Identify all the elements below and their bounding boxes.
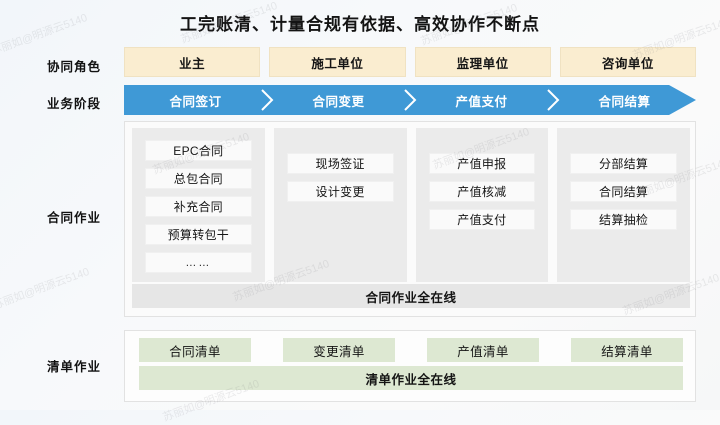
list-item-output[interactable]: 产值清单: [427, 338, 539, 362]
chevron-right-icon: [547, 89, 560, 111]
contract-column-settlement: 分部结算 合同结算 结算抽检: [557, 128, 690, 282]
row-label-stages: 业务阶段: [46, 97, 101, 111]
contract-item[interactable]: 产值申报: [428, 153, 536, 174]
chevron-right-icon: [261, 89, 274, 111]
stages-arrowhead-icon: [669, 85, 696, 115]
contract-item[interactable]: 合同结算: [570, 181, 677, 202]
stage-label: 合同结算: [598, 94, 651, 109]
contract-item[interactable]: 结算抽检: [570, 209, 677, 230]
row-label-roles: 协同角色: [46, 60, 101, 74]
list-operations-panel: 合同清单 变更清单 产值清单 结算清单 清单作业全在线: [124, 330, 696, 402]
contract-item[interactable]: EPC合同: [145, 140, 252, 161]
row-label-contract: 合同作业: [46, 211, 101, 225]
contract-online-banner: 合同作业全在线: [132, 284, 690, 308]
chevron-right-icon: [404, 89, 417, 111]
contract-column-signing: EPC合同 总包合同 补充合同 预算转包干 ……: [132, 128, 265, 282]
contract-item[interactable]: 补充合同: [145, 196, 252, 217]
row-label-list: 清单作业: [46, 360, 101, 374]
page-title: 工完账清、计量合规有依据、高效协作不断点: [180, 15, 540, 34]
roles-row: 业主 施工单位 监理单位 咨询单位: [124, 47, 696, 77]
stage-label: 产值支付: [455, 94, 508, 109]
stages-row: 合同签订 合同变更 产值支付 合同结算: [124, 85, 696, 115]
contract-item[interactable]: 产值核减: [428, 181, 536, 202]
list-item-row: 合同清单 变更清单 产值清单 结算清单: [139, 338, 683, 362]
contract-item[interactable]: 设计变更: [286, 181, 394, 202]
stages-banner-background: [124, 85, 669, 115]
stage-label: 合同变更: [312, 94, 365, 109]
contract-column-payment: 产值申报 产值核减 产值支付: [415, 128, 549, 282]
watermark-text: 苏丽如@明源云5140: [0, 265, 91, 312]
list-item-contract[interactable]: 合同清单: [139, 338, 251, 362]
stage-cell-list: 合同签订 合同变更 产值支付 合同结算: [124, 85, 696, 115]
role-box-supervisor[interactable]: 监理单位: [414, 47, 551, 77]
role-box-consultant[interactable]: 咨询单位: [559, 47, 696, 77]
stage-label: 合同签订: [169, 94, 222, 109]
contract-item-more[interactable]: ……: [145, 252, 252, 273]
contract-item[interactable]: 产值支付: [428, 209, 536, 230]
role-box-owner[interactable]: 业主: [124, 47, 261, 77]
contract-operations-panel: EPC合同 总包合同 补充合同 预算转包干 …… 现场签证 设计变更 产值申报 …: [124, 121, 696, 317]
role-box-contractor[interactable]: 施工单位: [269, 47, 406, 77]
contract-column-change: 现场签证 设计变更: [273, 128, 407, 282]
stage-cell-contract-signing[interactable]: 合同签订: [124, 85, 274, 115]
contract-column-list: EPC合同 总包合同 补充合同 预算转包干 …… 现场签证 设计变更 产值申报 …: [132, 128, 690, 282]
contract-item[interactable]: 预算转包干: [145, 224, 252, 245]
contract-item[interactable]: 总包合同: [145, 168, 252, 189]
list-online-banner: 清单作业全在线: [139, 366, 683, 390]
list-item-settlement[interactable]: 结算清单: [571, 338, 683, 362]
stage-cell-output-payment[interactable]: 产值支付: [410, 85, 560, 115]
stage-cell-contract-change[interactable]: 合同变更: [267, 85, 417, 115]
contract-item[interactable]: 现场签证: [286, 153, 394, 174]
list-item-change[interactable]: 变更清单: [283, 338, 395, 362]
stage-cell-contract-settlement[interactable]: 合同结算: [553, 85, 696, 115]
contract-item[interactable]: 分部结算: [570, 153, 677, 174]
